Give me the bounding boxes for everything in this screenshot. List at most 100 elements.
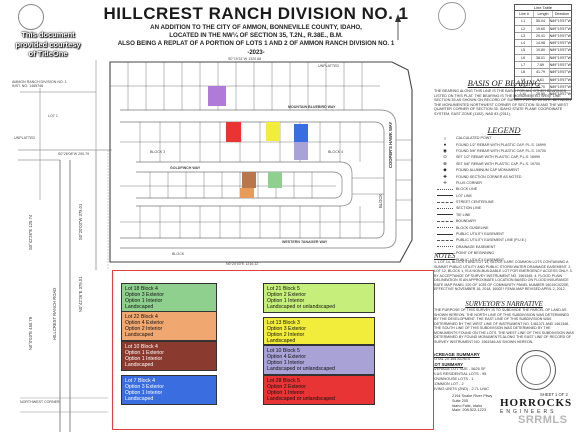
legend-label: STREET CENTERLINE [456, 200, 494, 205]
legend-symbol-icon: ✛ [443, 179, 447, 185]
address-line-1: 2194 Snake River Pkwy [452, 394, 493, 398]
lot-box-line: Option 2 Exterior [267, 383, 306, 390]
legend-symbol-icon [434, 193, 456, 198]
lot-box-line: Option 2 Interior [125, 325, 163, 332]
length-cell: 9.61 [532, 76, 550, 83]
length-cell: 41.79 [532, 69, 550, 76]
lot-box-title: Lot 10 Block 5 [267, 347, 300, 354]
acreage-line-common: COMMON LOT - 2 [432, 381, 464, 386]
legend-symbol-icon: ⊕ [443, 160, 447, 166]
bearing-left-e: N0°0'03"E 450.79 [28, 316, 33, 350]
legend-item: ◉FOUND 5/8" REBAR WITH PLASTIC CAP, P.L.… [434, 148, 574, 154]
lot-box-line: Option 1 Interior [125, 389, 163, 396]
address-line-3: Idaho Falls, Idaho [452, 403, 483, 408]
legend-label: PUBLIC UTILITY EASEMENT [456, 257, 505, 262]
legend-label: CALCULATED POINT [456, 136, 492, 141]
lot-box-line: Option 3 Exterior [125, 383, 164, 390]
length-cell: 19.80 [532, 47, 550, 54]
legend-symbol-icon [434, 212, 456, 217]
header-direction: Direction [554, 12, 570, 16]
legend-item: PUBLIC UTILITY EASEMENT [434, 231, 574, 237]
narrative-text: THE PURPOSE OF THIS SURVEY IS TO SUBDIVI… [434, 308, 574, 344]
county-stamp [18, 4, 44, 30]
legend-label: SECTION LINE [456, 206, 481, 211]
direction-cell: N89°19'57"W [549, 26, 572, 31]
line-table-header: Line # Length Direction [515, 11, 571, 19]
direction-cell: N89°19'57"W [549, 33, 572, 38]
line-number-cell: L7 [515, 62, 533, 69]
plat-year: -2023- [247, 49, 265, 56]
header-line: Line # [515, 11, 534, 18]
plat-subtitle-2: LOCATED IN THE NW¼ OF SECTION 35, T.2N.,… [169, 32, 343, 40]
unplatted-top: UNPLATTED [318, 64, 340, 68]
legend-symbol-icon [434, 200, 456, 205]
block-4-label: BLOCK 4 [328, 150, 344, 154]
line-number-cell: L2 [515, 25, 533, 32]
acreage-total: TOTAL 20.164 ACRES [432, 357, 471, 361]
block-3-label: BLOCK 3 [150, 150, 166, 154]
company-address: 2194 Snake River Pkwy Suite 205 Idaho Fa… [452, 394, 512, 413]
surveyor-seal-inner [521, 355, 551, 385]
legend-item: ◆FOUND ALUMINUM CAP MONUMENT [434, 167, 574, 173]
sheet-number: SHEET 1 OF 2 [540, 392, 568, 397]
surveyors-narrative: SURVEYOR'S NARRATIVE THE PURPOSE OF THIS… [434, 300, 574, 344]
basis-text: THE BEARING ALONG THIS LINE IS THE BASIS… [434, 89, 571, 116]
lot-box-line: Option 3 Exterior [125, 291, 164, 298]
length-cell: 29.50 [532, 91, 550, 98]
legend-item: ○CALCULATED POINT [434, 135, 574, 141]
title-block: HILLCREST RANCH DIVISION NO. 1 AN ADDITI… [96, 4, 416, 56]
lot-box-line: Option 4 Exterior [125, 319, 164, 326]
legend-item: BOUNDARY [434, 218, 574, 224]
header-length: Length [534, 11, 553, 18]
legend-heading: LEGEND [487, 125, 521, 135]
legend-item: PUBLIC UTILITY EASEMENT LINE (P.U.E.) [434, 237, 574, 243]
highlight-lot-purple-mid [294, 142, 308, 160]
lot-box-line: Option 3 Exterior [267, 325, 306, 332]
bearing-bottom: N0°20'03"E 1216.12 [226, 262, 259, 266]
legend-label: PUBLIC UTILITY EASEMENT [456, 232, 505, 237]
lot-box-line: Landscaped or unlandscaped [267, 304, 336, 311]
legend-symbol-icon: ◉ [443, 147, 447, 153]
legend-label: BOUNDARY [456, 219, 477, 224]
highlight-lot-brown [242, 172, 256, 188]
legend-item: BLOCK GUIDELINE [434, 224, 574, 230]
courtesy-watermark: This document provided courtesy of Title… [0, 30, 96, 59]
legend-item: ✚FOUND SECTION CORNER AS NOTED [434, 173, 574, 179]
highlight-lot-green [268, 172, 282, 188]
lot-box-title: Lot 22 Block 4 [125, 313, 158, 320]
acreage-title: ACREAGE SUMMARY [432, 352, 480, 357]
legend-item: ●FOUND 1/2" REBAR WITH PLASTIC CAP, P.L.… [434, 141, 574, 147]
unplatted-left: UNPLATTED [14, 136, 36, 140]
highlight-lot-purple-top [208, 86, 226, 106]
highlight-lot-red [226, 122, 241, 142]
north-arrow-seal [438, 2, 466, 30]
street-hillcrest-ranch: HILLCREST RANCH ROAD [52, 287, 57, 340]
highlight-lot-yellow [266, 122, 280, 141]
lot-box-title: Lot 10 Block 4 [125, 343, 158, 350]
lot-box-line: Option 2 Exterior [267, 291, 306, 298]
lot-box-line: Option 1 Interior [125, 297, 163, 304]
surveyor-seal [516, 350, 556, 390]
block-5-label: BLOCK [378, 193, 383, 208]
length-cell: 31.70 [532, 83, 550, 91]
acreage-line-town: TOWNHOUSE LOTS - 1 [432, 376, 474, 381]
legend-label: LOT LINE [456, 193, 472, 198]
plat-subtitle-1: AN ADDITION TO THE CITY OF AMMON, BONNEV… [150, 24, 362, 31]
line-number-cell: L9 [515, 76, 533, 83]
length-cell: 7.89 [532, 62, 550, 69]
legend-symbol-icon [434, 257, 456, 262]
legend-item: PUBLIC UTILITY EASEMENT [434, 256, 574, 262]
lot-box-title: Lot 13 Block 3 [267, 319, 300, 326]
direction-cell: N89°19'57"W [549, 55, 572, 60]
bearing-left-b: N0°42'26"E 375.01 [78, 276, 83, 312]
lot-box-title: Lot 18 Block 4 [125, 285, 158, 292]
